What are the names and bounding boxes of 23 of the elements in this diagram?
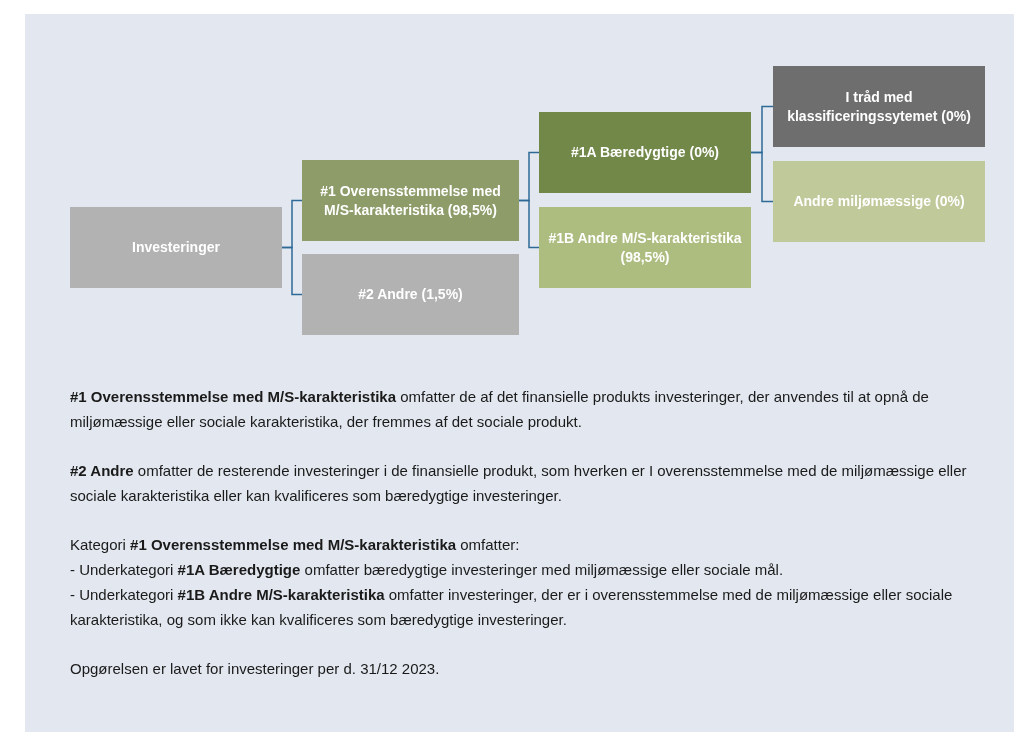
category-box (70, 207, 282, 288)
box-label: Investeringer (132, 238, 220, 257)
box-label: I tråd med klassificeringssytemet (0%) (786, 87, 972, 126)
connector-line (750, 151, 774, 203)
category-box (773, 66, 985, 147)
box-label: #1B Andre M/S-karakteristika (98,5%) (547, 228, 743, 267)
note-text: - Underkategori #1B Andre M/S-karakteristika omfatter investeringer, der er i overensstemmelse med de miljømæssige eller sociale karakteristika, og som ikke kan kvalificeres som bæredygtige investeringer. (70, 585, 954, 630)
note-text: Opgørelsen er lavet for investeringer per d. 31/12 2023. (70, 659, 441, 679)
category-box (539, 112, 751, 193)
note-text: #1 Overensstemmelse med M/S-karakteristika omfatter de af det finansielle produkts investeringer, der anvendes til at opnå de miljømæssige eller sociale karakteristika, der fremmes af det sociale produkt. (70, 387, 930, 432)
note-text: - Underkategori #1A Bæredygtige omfatter bæredygtige investeringer med miljømæssige eller sociale mål. (70, 560, 785, 580)
box-label: #2 Andre (1,5%) (358, 285, 463, 304)
connector-line (518, 199, 540, 249)
box-label: Andre miljømæssige (0%) (793, 192, 965, 211)
category-box (302, 160, 519, 241)
note-text: #2 Andre omfatter de resterende investeringer i de finansielle produkt, som hverken er I overensstemmelse med de miljømæssige eller sociale karakteristika eller kan kvalificeres som bæredygtige investeringer. (70, 461, 968, 506)
category-box (539, 207, 751, 288)
note-text: Kategori #1 Overensstemmelse med M/S-karakteristika omfatter: (70, 535, 521, 555)
box-label: #1 Overensstemmelse med M/S-karakteristika (98,5%) (319, 181, 502, 220)
category-box (302, 254, 519, 335)
box-label: #1A Bæredygtige (0%) (570, 143, 720, 162)
category-box (773, 161, 985, 242)
connector-line (281, 246, 303, 296)
